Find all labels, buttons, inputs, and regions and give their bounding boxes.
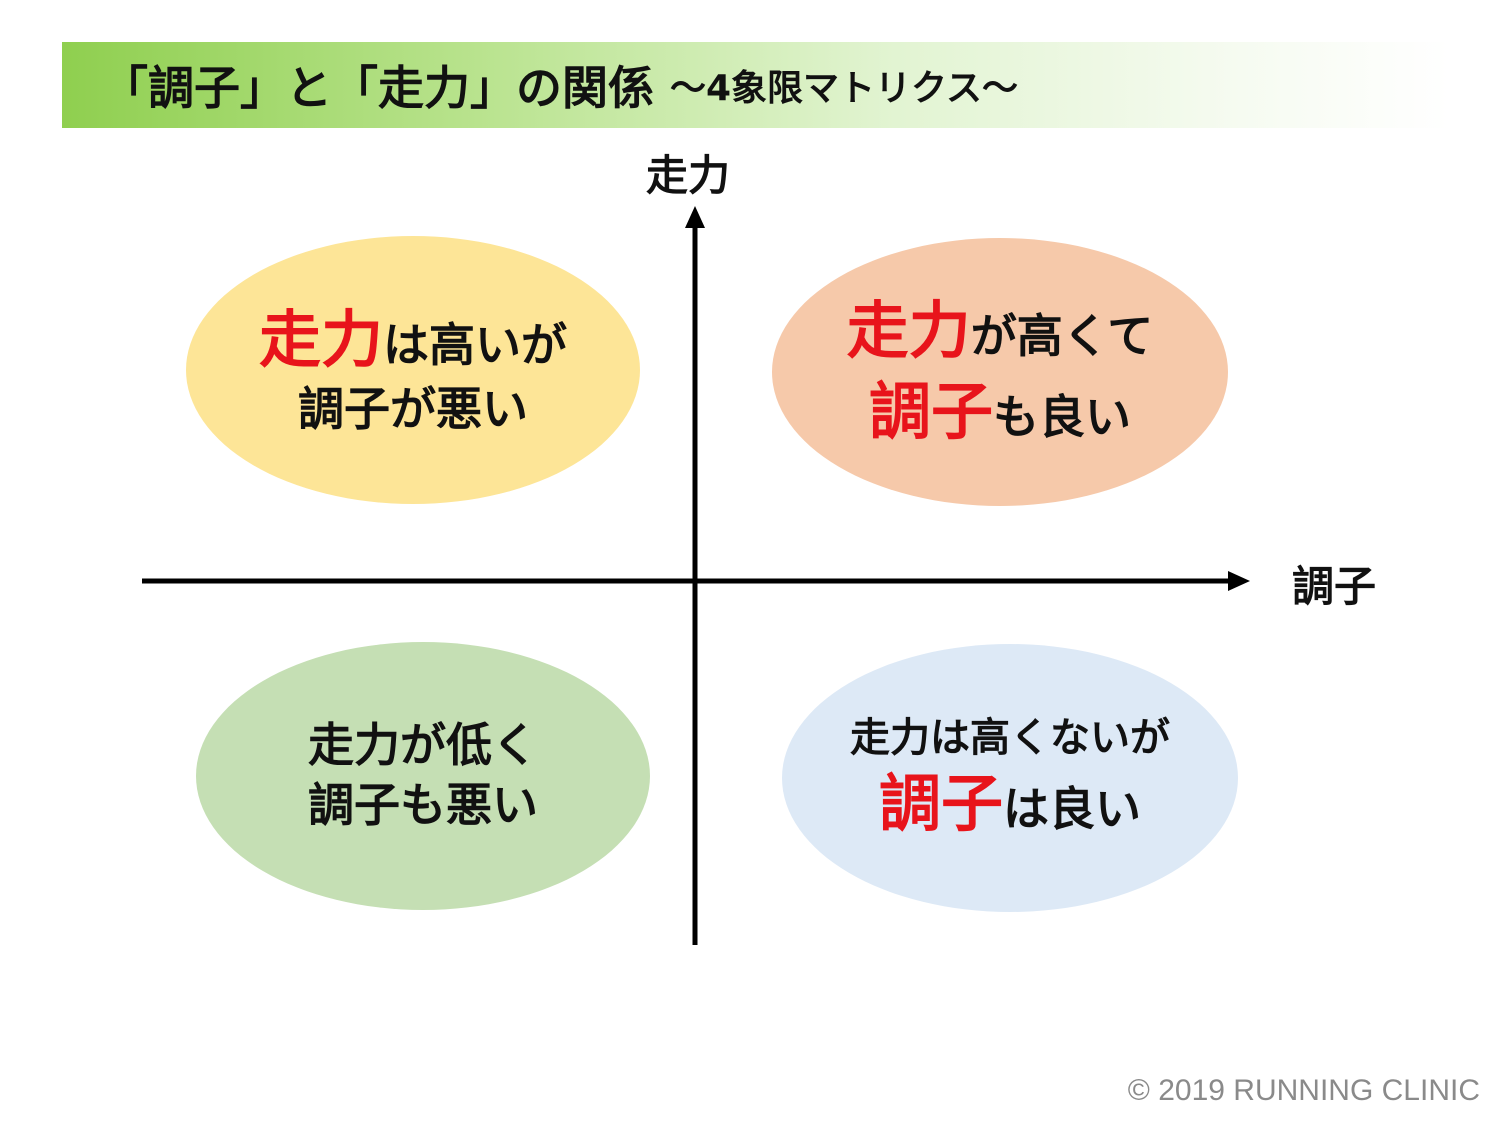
emphasis-text: 調子 xyxy=(868,375,993,448)
page-subtitle: ～4象限マトリクス～ xyxy=(670,68,1018,109)
quadrant-text: が高くて xyxy=(970,309,1154,364)
quadrant-text: は高いが xyxy=(383,317,567,372)
quadrant-top-right: 走力が高くて 調子も良い xyxy=(772,238,1228,506)
quadrant-top-left-line2: 調子が悪い xyxy=(298,382,528,437)
emphasis-text: 走力 xyxy=(258,302,383,376)
quadrant-top-left: 走力は高いが 調子が悪い xyxy=(186,236,640,504)
quadrant-top-right-line1: 走力が高くて xyxy=(847,291,1154,372)
x-axis-label: 調子 xyxy=(1292,562,1377,611)
x-axis-arrowhead xyxy=(1228,571,1250,591)
emphasis-text: 走力 xyxy=(846,294,971,368)
quadrant-top-right-line2: 調子も良い xyxy=(869,372,1131,453)
copyright-notice: © 2019 RUNNING CLINIC xyxy=(1127,1074,1480,1107)
quadrant-bottom-left: 走力が低く 調子も悪い xyxy=(196,642,650,910)
quadrant-bottom-right-line1: 走力は高くないが xyxy=(850,714,1170,761)
quadrant-top-left-line1: 走力は高いが xyxy=(259,300,567,381)
quadrant-text: は良い xyxy=(1003,781,1141,836)
y-axis-arrowhead xyxy=(685,206,705,228)
y-axis-label: 走力 xyxy=(646,151,731,200)
quadrant-bottom-left-line1: 走力が低く xyxy=(308,718,538,773)
emphasis-text: 調子 xyxy=(878,766,1003,840)
quadrant-bottom-right-line2: 調子は良い xyxy=(879,764,1141,845)
quadrant-bottom-left-line2: 調子も悪い xyxy=(308,778,538,832)
quadrant-text: も良い xyxy=(993,390,1131,444)
page-title: 「調子」と「走力」の関係 xyxy=(102,61,654,115)
quadrant-bottom-right: 走力は高くないが 調子は良い xyxy=(782,644,1238,912)
title-bar: 「調子」と「走力」の関係 ～4象限マトリクス～ xyxy=(62,42,1450,128)
